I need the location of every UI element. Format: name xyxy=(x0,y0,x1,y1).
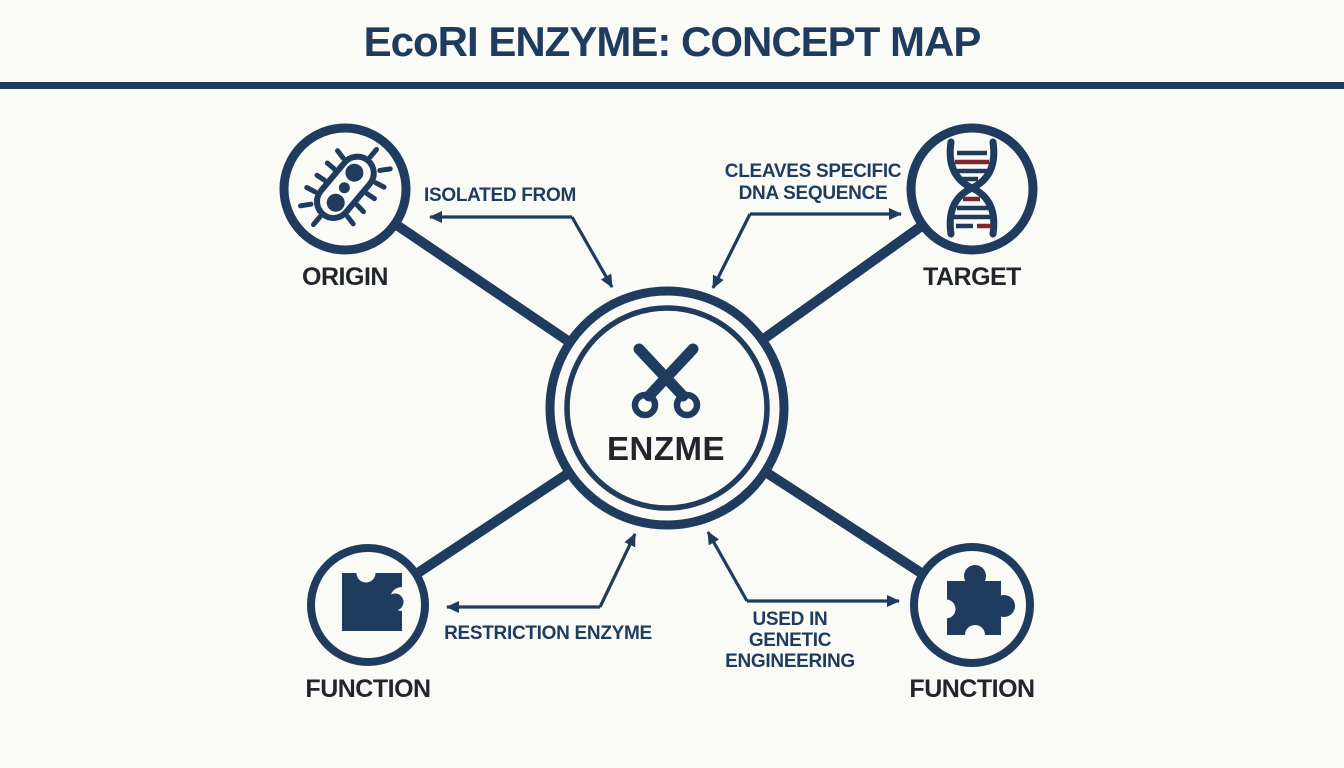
arrow-usedin-to-center xyxy=(706,531,749,602)
dna-icon xyxy=(946,138,998,238)
edge-label-line: CLEAVES SPECIFIC xyxy=(724,161,902,182)
edge-label-line: USED IN xyxy=(752,609,828,630)
edge-label-line: GENETIC xyxy=(748,630,832,651)
relation-arrows xyxy=(429,208,902,613)
arrow-isolated-to-center xyxy=(570,216,614,288)
function-right-node-label: FUNCTION xyxy=(909,675,1035,703)
bacteria-icon xyxy=(298,146,393,228)
center-outer-ring xyxy=(545,286,789,530)
edge-label-line: ENGINEERING xyxy=(725,651,855,672)
function-left-node-label: FUNCTION xyxy=(305,675,431,703)
edge-label-line: ISOLATED FROM xyxy=(424,185,576,206)
edge-label-isolated-from: ISOLATED FROM xyxy=(424,185,576,207)
edge-label-restriction: RESTRICTION ENZYME xyxy=(444,623,652,645)
arrow-restriction-to-center xyxy=(598,533,637,608)
edge-label-cleaves: CLEAVES SPECIFIC DNA SEQUENCE xyxy=(724,161,902,205)
center-inner-ring xyxy=(564,305,770,511)
center-node-label: ENZME xyxy=(607,430,725,467)
origin-node-label: ORIGIN xyxy=(302,263,388,291)
puzzle-icon xyxy=(936,565,1015,645)
edge-label-used-in: USED IN GENETIC ENGINEERING xyxy=(725,609,855,672)
page-title: EcoRI ENZYME: CONCEPT MAP xyxy=(363,18,982,65)
header-divider xyxy=(0,82,1344,89)
center-node-circle xyxy=(545,286,789,530)
scissors-icon xyxy=(631,343,701,419)
puzzle-icon xyxy=(342,563,414,631)
edge-label-line: RESTRICTION ENZYME xyxy=(444,623,652,644)
target-node-label: TARGET xyxy=(923,263,1021,291)
arrow-cleaves-to-center xyxy=(711,213,752,289)
edge-label-line: DNA SEQUENCE xyxy=(738,183,888,204)
